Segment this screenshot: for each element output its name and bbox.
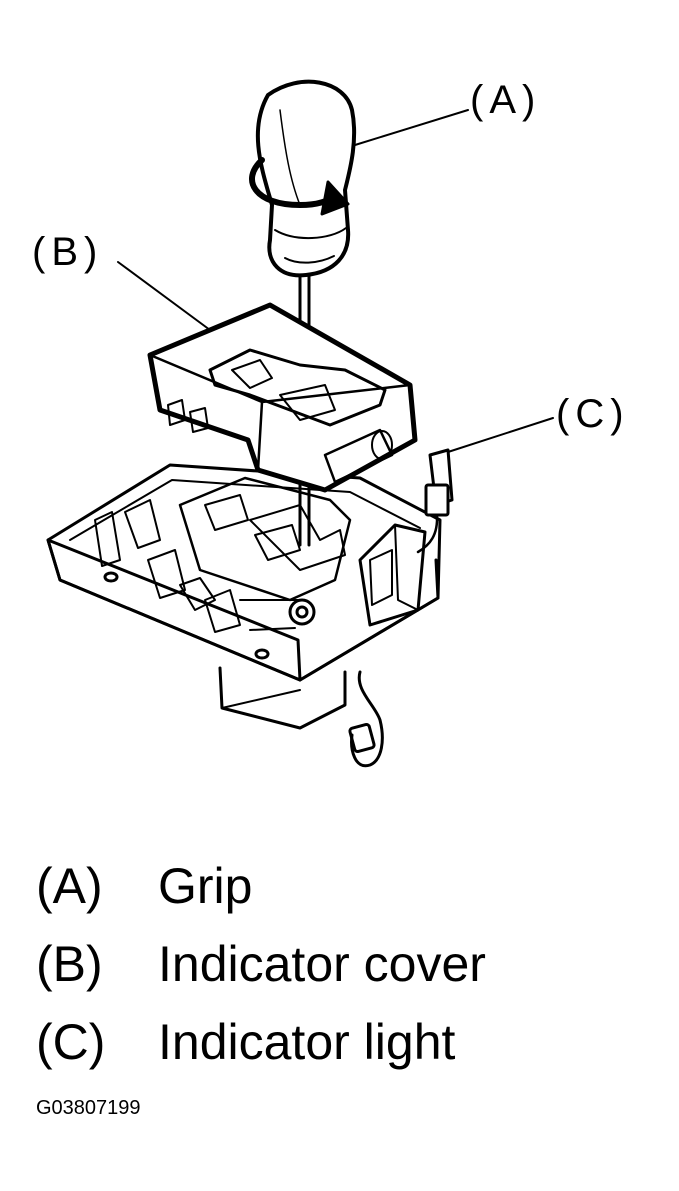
legend-key: (A) <box>36 858 103 914</box>
legend-key: (C) <box>36 1014 106 1070</box>
callout-c-label: (C) <box>556 392 630 436</box>
grip-knob <box>249 79 357 278</box>
figure-code: G03807199 <box>36 1097 141 1119</box>
indicator-cover <box>147 302 418 493</box>
shift-lever-assembly-illustration <box>46 79 554 768</box>
base-bracket <box>46 463 442 768</box>
callout-a-label: (A) <box>470 78 542 122</box>
indicator-light-bulb <box>416 448 454 554</box>
leader-lines <box>117 109 554 453</box>
legend-key: (B) <box>36 936 103 992</box>
legend-text: Grip <box>158 858 253 914</box>
legend-text: Indicator cover <box>158 936 486 992</box>
legend-text: Indicator light <box>158 1014 456 1070</box>
callout-b-label: (B) <box>32 230 104 274</box>
